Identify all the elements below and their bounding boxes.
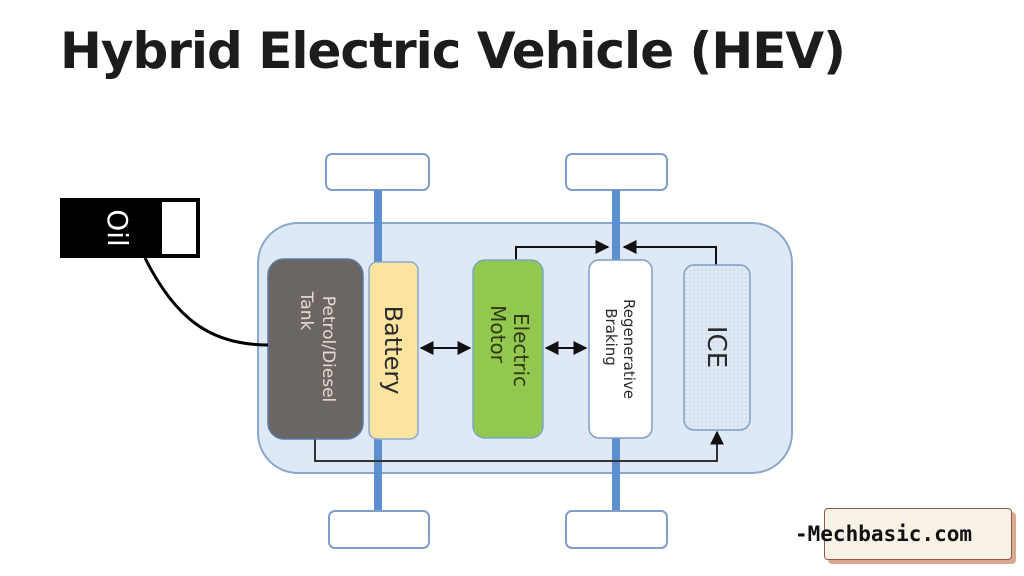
page-title: Hybrid Electric Vehicle (HEV) <box>60 22 846 80</box>
motor-label-line1: Electric <box>509 313 533 387</box>
motor-label-line2: Motor <box>486 305 510 364</box>
fuel-tank-label-line2: Tank <box>296 291 316 331</box>
regen-label-line2: Braking <box>602 308 620 366</box>
ice-to-axle-arrow <box>622 240 717 265</box>
regen-label-line1: Regenerative <box>620 299 638 399</box>
wheel-rear-right <box>565 510 668 549</box>
watermark-text: -Mechbasic.com <box>795 522 973 546</box>
watermark-badge: -Mechbasic.com <box>795 508 1012 560</box>
wheel-front-right <box>565 153 668 191</box>
ice-block <box>683 264 751 431</box>
wheel-front-left <box>325 153 430 191</box>
motor-to-axle-arrow <box>515 240 610 260</box>
electric-motor-block <box>472 259 544 439</box>
battery-label: Battery <box>379 306 407 395</box>
battery-block <box>368 261 419 440</box>
oil-label: Oil <box>101 209 134 247</box>
oil-pump-window <box>160 200 198 256</box>
fuel-line-to-ice <box>314 430 724 462</box>
fuel-tank-block <box>267 258 364 440</box>
regenerative-braking-block <box>588 259 653 439</box>
fuel-tank-label-line1: Petrol/Diesel <box>318 296 338 403</box>
wheel-rear-left <box>328 510 430 549</box>
fuel-hose <box>143 257 269 347</box>
ice-label: ICE <box>701 326 731 368</box>
